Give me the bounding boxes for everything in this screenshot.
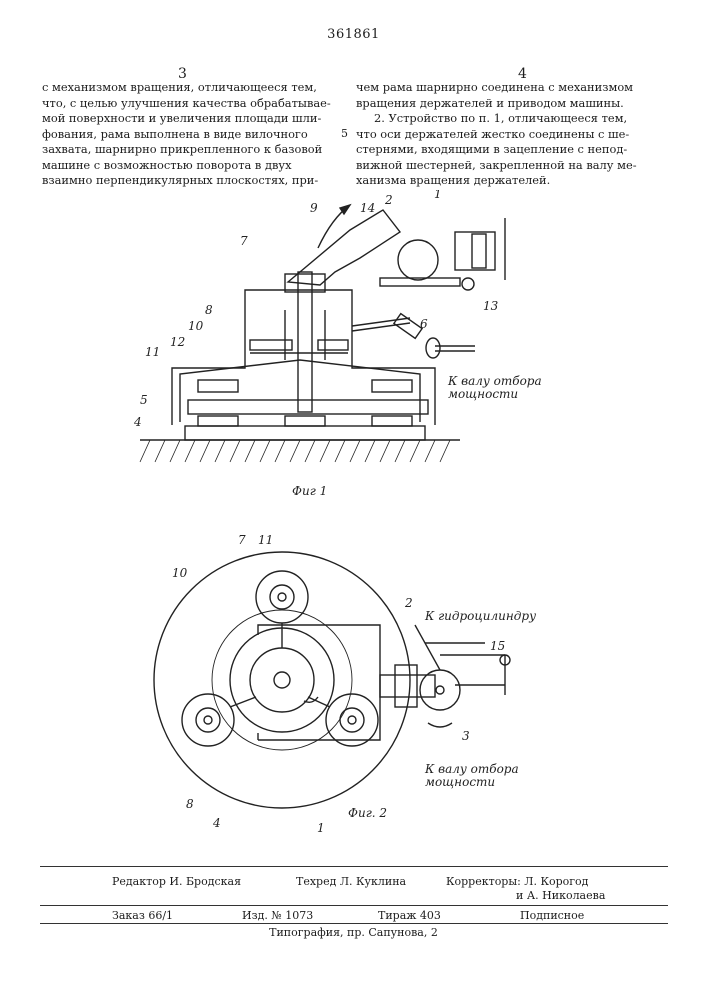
footer-correctors-2: и А. Николаева: [516, 889, 605, 903]
fig1-label-6: 6: [420, 317, 428, 331]
fig2-hydraulic-label: К гидроцилиндру: [424, 609, 536, 623]
text-line: стернями, входящими в зацепление с непод…: [356, 142, 666, 158]
footer-tirazh: Тираж 403: [378, 909, 441, 923]
fig2-label-4: 7: [238, 533, 246, 547]
fig1-label-7: 7: [240, 234, 248, 248]
text-line: ханизма вращения держателей.: [356, 173, 666, 189]
fig2-label-1: 1: [317, 821, 325, 835]
fig2-caption: Фиг. 2: [348, 806, 387, 820]
right-text-column: чем рама шарнирно соединена с механизмом…: [356, 80, 666, 189]
fig1-label-14: 14: [360, 201, 375, 215]
fig2-label-15: 15: [490, 639, 505, 653]
fig2-power-takeoff-line-2: мощности: [425, 775, 495, 789]
text-line: что, с целью улучшения качества обрабаты…: [42, 96, 354, 112]
footer-order: Заказ 66/1: [112, 909, 173, 923]
text-line: 2. Устройство по п. 1, отличающееся тем,: [356, 111, 666, 127]
text-line: машине с возможностью поворота в двух: [42, 158, 354, 174]
footer-editor: Редактор И. Бродская: [112, 875, 241, 889]
text-line: мой поверхности и увеличения площади шли…: [42, 111, 354, 127]
fig2-label-2: 2: [404, 596, 413, 610]
figure-2-drawing: 7 11 10 2 К гидроцилиндру 15 3 К валу от…: [0, 525, 707, 845]
fig2-label-3: 3: [462, 729, 470, 743]
fig1-label-2: 2: [384, 193, 393, 207]
footer-izd: Изд. № 1073: [242, 909, 313, 923]
fig1-label-13: 13: [483, 299, 499, 313]
fig1-label-10: 10: [188, 319, 204, 333]
text-line: захвата, шарнирно прикрепленного к базов…: [42, 142, 354, 158]
text-line: фования, рама выполнена в виде вилочного: [42, 127, 354, 143]
text-line: с механизмом вращения, отличающееся тем,: [42, 80, 354, 96]
fig1-label-8: 8: [205, 303, 213, 317]
fig2-label-8: 8: [186, 797, 194, 811]
text-line: вращения держателей и приводом машины.: [356, 96, 666, 112]
line-number-marker: 5: [341, 127, 348, 140]
footer-correctors-1: Корректоры: Л. Корогод: [446, 875, 588, 889]
fig1-label-11: 11: [145, 345, 160, 359]
footer-techred: Техред Л. Куклина: [296, 875, 406, 889]
footer-lower-rule: [40, 923, 668, 924]
fig1-power-takeoff-line-2: мощности: [448, 387, 518, 401]
fig2-power-takeoff-line-1: К валу отбора: [424, 762, 519, 776]
fig1-label-9: 9: [310, 201, 318, 215]
fig1-label-5: 5: [140, 393, 148, 407]
figure-1-drawing: 1 1 2 4 5 6 7 8 9 10 11 12 13 14 К валу …: [0, 190, 707, 500]
fig2-label-11: 11: [258, 533, 273, 547]
footer-top-rule: [40, 866, 668, 867]
text-line: взаимно перпендикулярных плоскостях, при…: [42, 173, 354, 189]
fig1-label-4: 4: [133, 415, 142, 429]
fig1-label-12: 12: [170, 335, 185, 349]
footer-typography: Типография, пр. Сапунова, 2: [0, 926, 707, 940]
text-line: вижной шестерней, закрепленной на валу м…: [356, 158, 666, 174]
footer-mid-rule: [40, 905, 668, 906]
fig2-label-10: 10: [172, 566, 188, 580]
patent-number: 361861: [0, 27, 707, 42]
fig2-label-7: 4: [212, 816, 221, 830]
fig1-caption: Фиг 1: [292, 484, 327, 498]
text-line: чем рама шарнирно соединена с механизмом: [356, 80, 666, 96]
left-text-column: с механизмом вращения, отличающееся тем,…: [42, 80, 354, 189]
footer-podpisnoe: Подписное: [520, 909, 584, 923]
fig1-power-takeoff-line-1: К валу отбора: [447, 374, 542, 388]
text-line: что оси держателей жестко соединены с ше…: [356, 127, 666, 143]
fig1-label-1: 1: [434, 190, 442, 201]
